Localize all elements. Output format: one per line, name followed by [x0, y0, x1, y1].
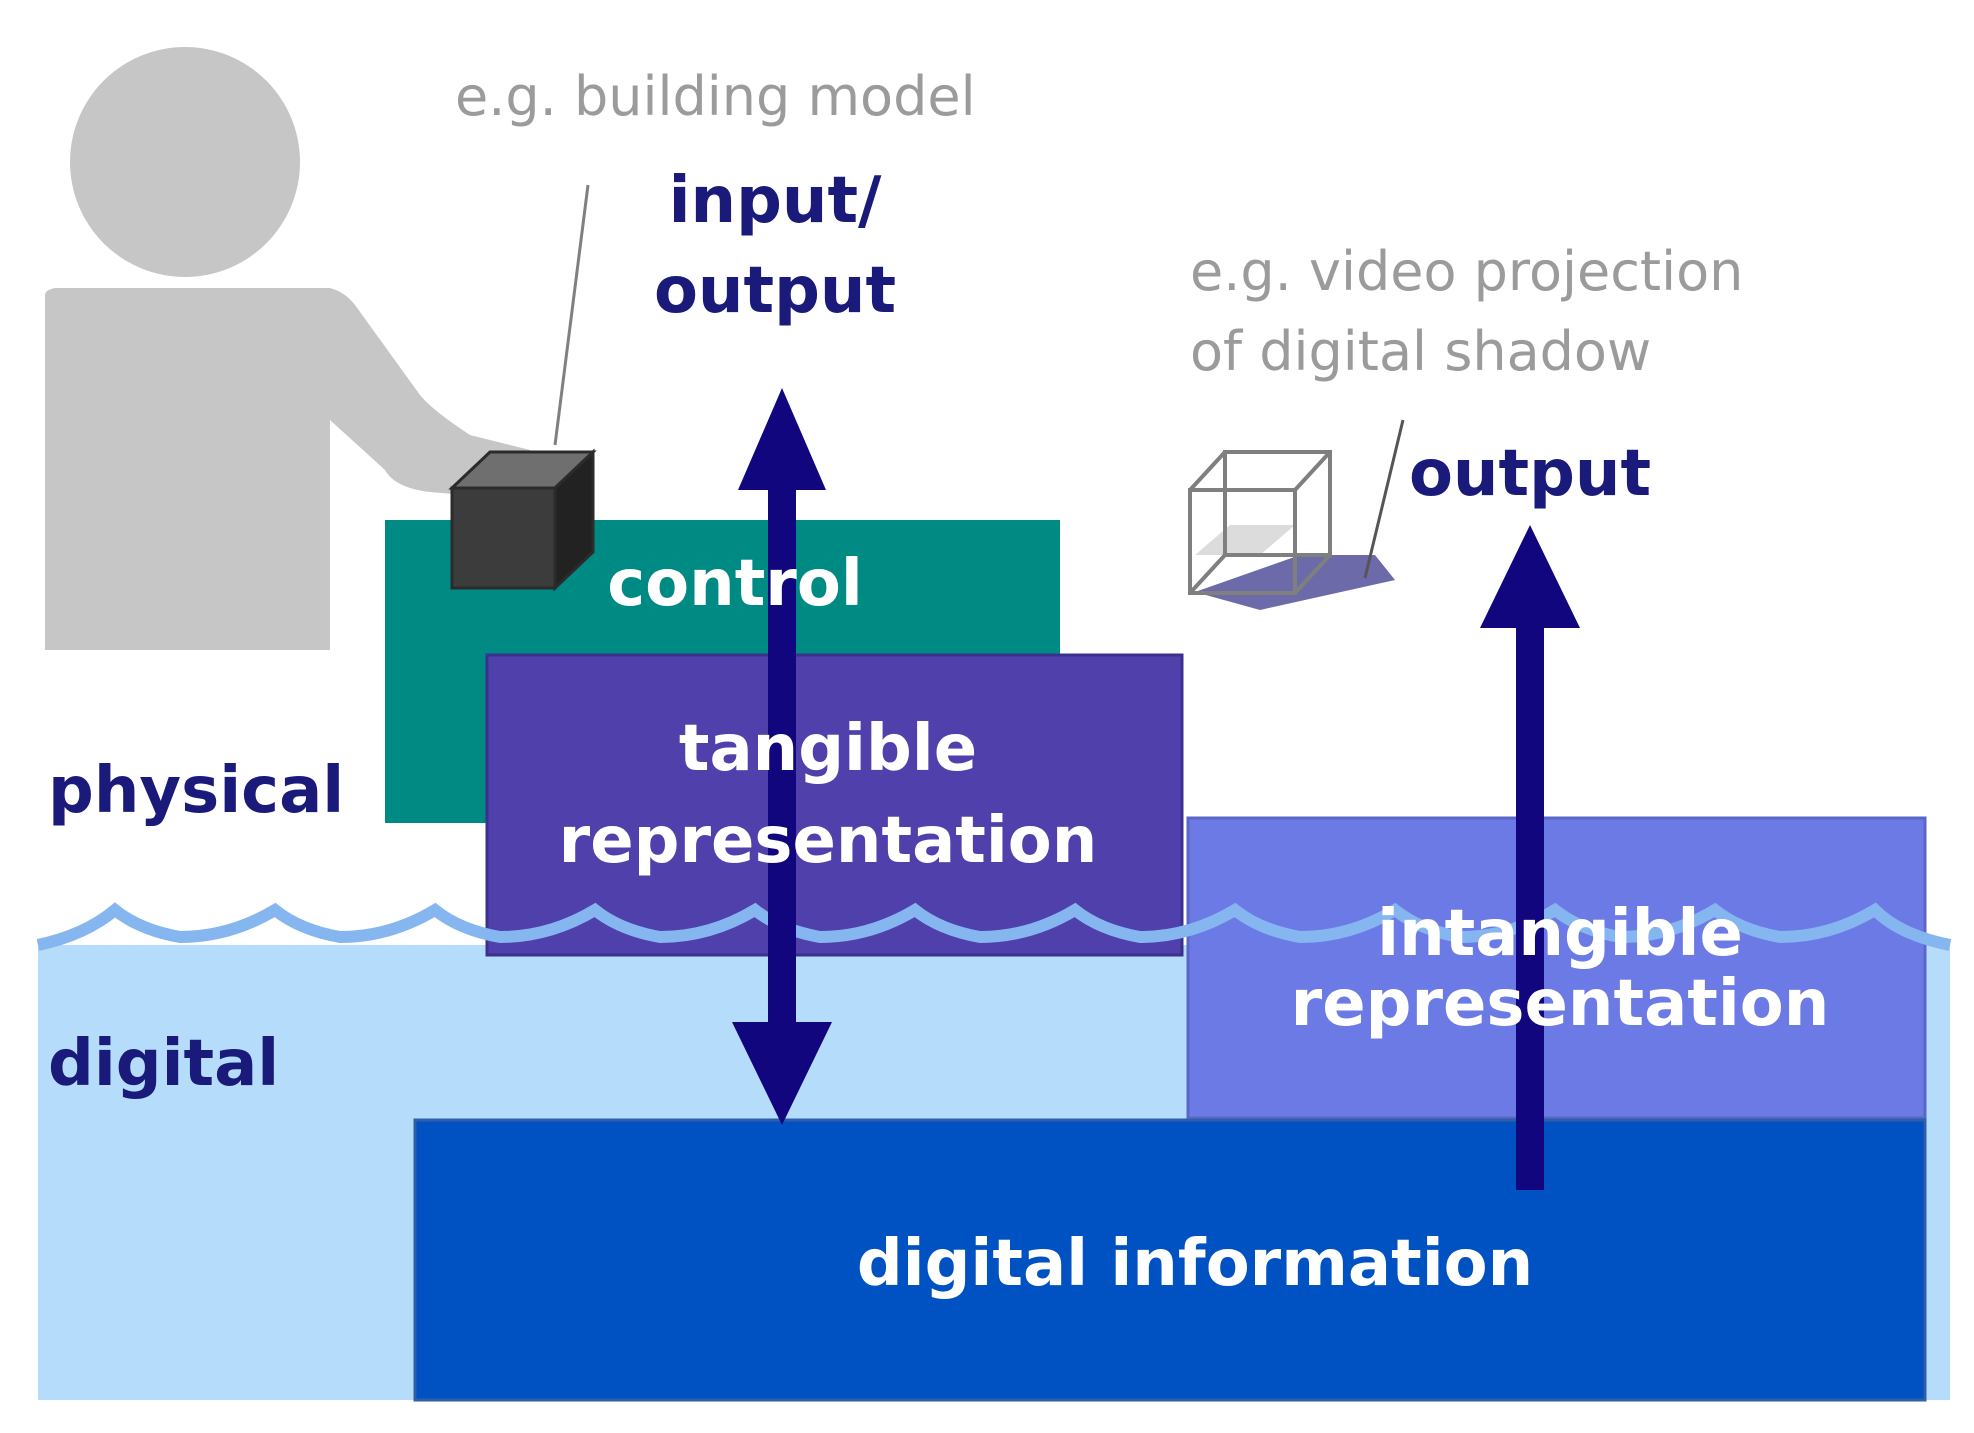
digital-information-layer	[413, 1118, 1927, 1402]
input-output-double-arrow	[732, 388, 832, 1125]
building-model-annotation: e.g. building model	[455, 65, 976, 128]
input-output-label-line2: output	[654, 254, 896, 328]
building-model-callout-line	[553, 184, 590, 446]
digital-information-label: digital information	[857, 1227, 1533, 1301]
intangible-representation-layer	[1186, 816, 1927, 1120]
intangible-label-line2: representation	[1291, 967, 1830, 1041]
output-label: output	[1409, 437, 1651, 511]
digital-shadow-cube-icon	[1188, 450, 1395, 610]
building-model-cube-icon	[448, 448, 597, 592]
video-projection-annotation-line2: of digital shadow	[1190, 320, 1651, 383]
video-projection-annotation-line1: e.g. video projection	[1190, 240, 1743, 303]
output-arrow	[1480, 525, 1580, 1190]
intangible-label-line1: intangible	[1377, 897, 1743, 971]
video-projection-callout-line	[1363, 419, 1405, 579]
water-surface-line	[36, 902, 1952, 951]
person-silhouette	[45, 47, 540, 650]
tangible-representation-layer	[485, 653, 1184, 957]
physical-label: physical	[48, 754, 344, 828]
tangible-label-line2: representation	[559, 804, 1098, 878]
control-label: control	[607, 547, 863, 621]
digital-label: digital	[48, 1027, 279, 1101]
input-output-label-line1: input/	[669, 164, 882, 238]
tangible-label-line1: tangible	[679, 712, 977, 786]
